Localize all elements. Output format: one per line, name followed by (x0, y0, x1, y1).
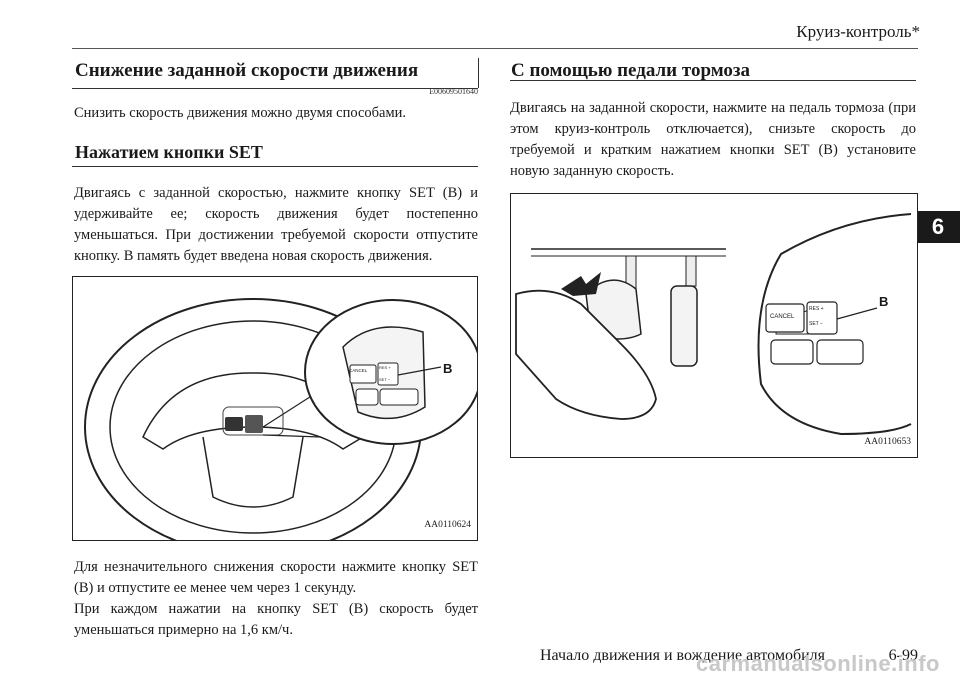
document-code: E00609501640 (429, 87, 478, 96)
short-press-paragraph: Для незначительного снижения скорости на… (74, 559, 478, 596)
subsection-heading-rule (72, 166, 478, 167)
watermark: carmanualsonline.info (696, 651, 940, 676)
brake-pedal-figure: CANCEL RES + SET − B AA0110653 (510, 193, 918, 458)
running-header-title: Круиз-контроль* (796, 22, 920, 41)
brake-section-rule (510, 80, 916, 81)
cancel-button-label: CANCEL (349, 368, 368, 373)
brake-section-heading: С помощью педали тормоза (511, 60, 751, 81)
brake-paragraph: Двигаясь на заданной скорости, нажмите н… (510, 100, 916, 179)
callout-b-label: B (443, 361, 453, 376)
brake-pedal-illustration (515, 213, 912, 436)
callout-b-label: B (879, 294, 889, 309)
footer-section-title: Начало движения и вождение автомобиля (540, 647, 826, 664)
section-heading-rule (72, 88, 478, 89)
chapter-tab: 6 (916, 211, 960, 243)
subsection-heading: Нажатием кнопки SET (75, 142, 263, 162)
cancel-button-label: CANCEL (770, 314, 795, 320)
res-button-label: RES + (379, 365, 391, 370)
steering-wheel-figure: CANCEL RES + SET − B AA0110624 (72, 276, 482, 556)
figure-code: AA0110653 (864, 437, 911, 447)
set-button-paragraph: Двигаясь с заданной скоростью, нажмите к… (74, 185, 478, 264)
intro-text: Снизить скорость движения можно двумя сп… (74, 105, 407, 121)
set-button-label: SET − (379, 377, 391, 382)
header-rule (72, 48, 918, 49)
page-number: 6-99 (888, 647, 918, 664)
set-button-label: SET − (809, 321, 823, 327)
res-button-label: RES + (809, 306, 824, 312)
section-heading: Снижение заданной скорости движения (75, 60, 419, 81)
heading-frame-line (478, 58, 479, 88)
steering-wheel-illustration (84, 298, 482, 556)
repeat-press-paragraph: При каждом нажатии на кнопку SET (В) ско… (74, 601, 478, 638)
figure-code: AA0110624 (424, 520, 471, 530)
